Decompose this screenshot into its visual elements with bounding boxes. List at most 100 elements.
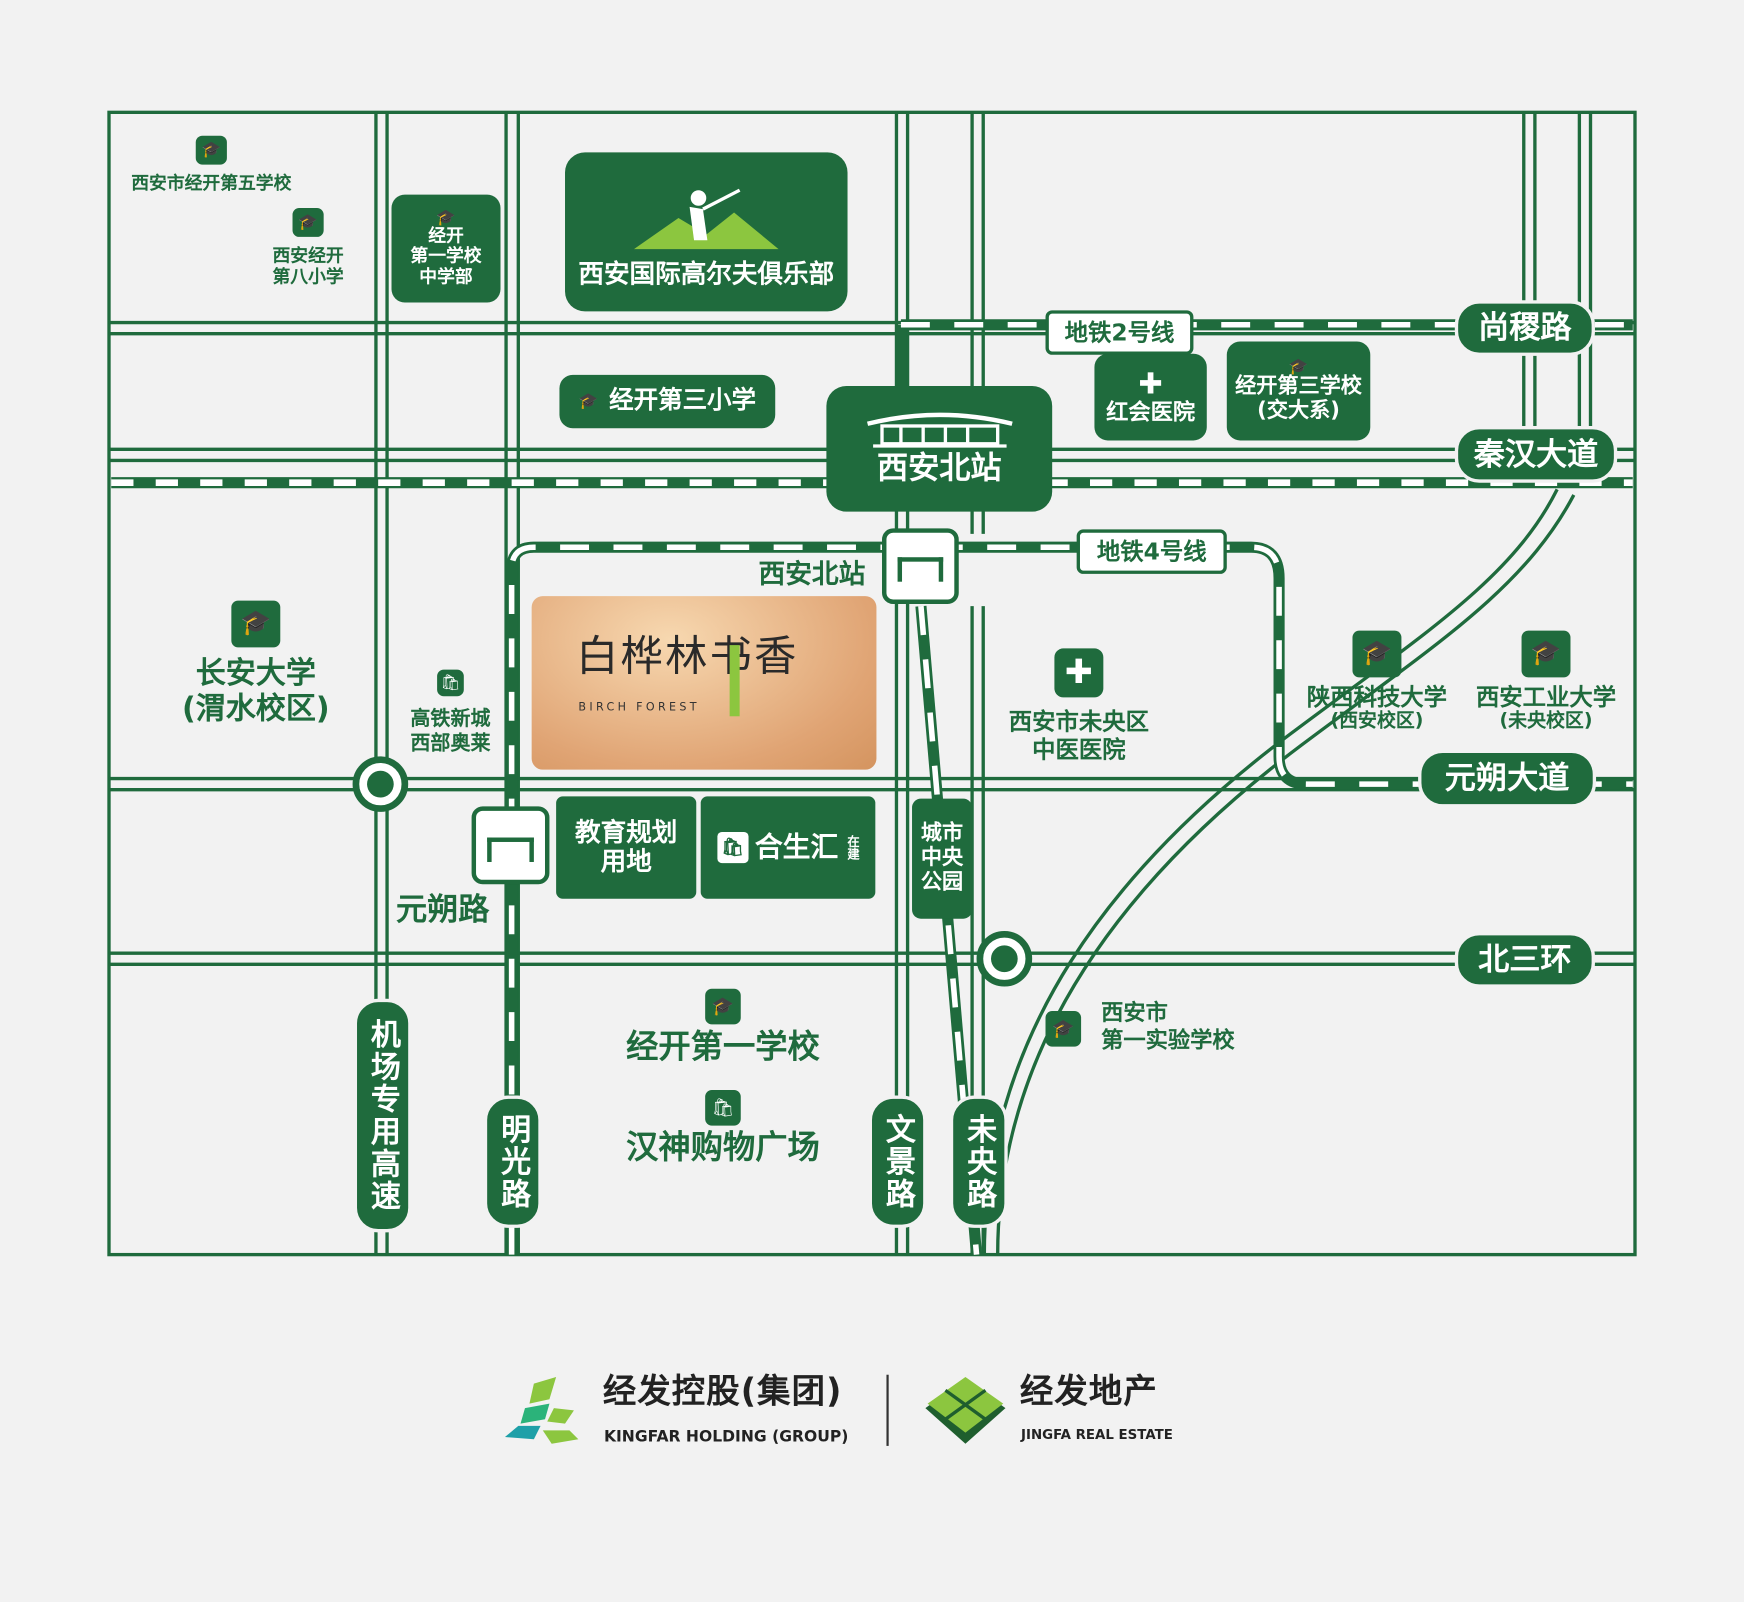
road-label-yuanshuo-rd: 元朔路 bbox=[395, 890, 490, 928]
xian-north-station-box: 西安北站 bbox=[826, 385, 1053, 512]
school-icon: 🎓 bbox=[231, 600, 281, 648]
school-icon: 🎓 bbox=[578, 392, 599, 411]
honghui-hospital-box: ✚ 红会医院 bbox=[1094, 353, 1207, 441]
kingfar-logo-mark bbox=[504, 1376, 579, 1444]
metro-station-icon bbox=[471, 806, 550, 885]
label-line: 西安市 bbox=[1101, 998, 1168, 1026]
road-label-airport-expwy: 机场专用高速 bbox=[353, 998, 412, 1233]
label-line: 西部奥莱 bbox=[410, 731, 491, 755]
jingfa-logo-mark bbox=[925, 1376, 1006, 1444]
label-line: (交大系) bbox=[1257, 397, 1340, 423]
map-frame bbox=[107, 110, 1637, 1257]
hospital-cross-icon: ✚ bbox=[1054, 648, 1104, 698]
road-ne bbox=[1522, 112, 1593, 445]
metro-station-icon bbox=[882, 528, 959, 604]
poi-changan-univ: 长安大学(渭水校区) bbox=[182, 656, 330, 728]
label-line: 用地 bbox=[600, 847, 652, 877]
golfer-icon bbox=[633, 188, 779, 249]
metro-line-2-label: 地铁2号线 bbox=[1045, 310, 1194, 355]
label-line: 高铁新城 bbox=[410, 707, 491, 731]
school-icon: 🎓 bbox=[195, 135, 227, 165]
label-line: 中医医院 bbox=[1032, 736, 1126, 764]
label-line: (未央校区) bbox=[1499, 709, 1593, 732]
label: 红会医院 bbox=[1106, 397, 1196, 425]
shopping-bag-icon: 🛍 bbox=[705, 1089, 741, 1126]
project-name: 白桦林书香 bbox=[576, 631, 799, 681]
project-name-en: BIRCH FOREST bbox=[578, 701, 700, 715]
metro-line-4-dash bbox=[508, 544, 1633, 1255]
project-birch-forest[interactable]: 白桦林书香 BIRCH FOREST bbox=[531, 596, 877, 770]
label-line: 城市 bbox=[920, 821, 964, 846]
label-line: 经开 bbox=[428, 224, 464, 246]
label: 经开第三小学 bbox=[609, 387, 757, 416]
label-line: 第一学校 bbox=[410, 245, 482, 267]
label-line: 第八小学 bbox=[272, 266, 344, 288]
logo-divider bbox=[886, 1374, 889, 1446]
road-label-wenjing: 文景路 bbox=[868, 1095, 927, 1228]
jingfa-name-en: JINGFA REAL ESTATE bbox=[1021, 1427, 1173, 1443]
school-icon: 🎓 bbox=[1288, 357, 1309, 376]
poi-xatu: 西安工业大学(未央校区) bbox=[1475, 684, 1617, 732]
poi-jingkai-5: 西安市经开第五学校 bbox=[131, 172, 292, 194]
jingkai-3-school-box: 🎓 经开第三学校 (交大系) bbox=[1226, 341, 1371, 441]
status-note: 在建 bbox=[845, 835, 861, 860]
label-line: 经开第三学校 bbox=[1235, 373, 1362, 398]
road-curve-1 bbox=[982, 488, 1559, 1255]
road-curve-2 bbox=[996, 494, 1576, 1255]
label-line: 第一实验学校 bbox=[1101, 1026, 1235, 1054]
label-line: 中央 bbox=[920, 845, 964, 870]
hospital-cross-icon: ✚ bbox=[1138, 367, 1163, 401]
logo-accent bbox=[729, 645, 740, 717]
shopping-bag-icon: 🛍 bbox=[437, 669, 464, 697]
school-icon: 🎓 bbox=[1352, 630, 1402, 678]
jingkai-1-middle-box: 🎓 经开 第一学校 中学部 bbox=[391, 194, 501, 303]
road-label-shangji: 尚稷路 bbox=[1454, 300, 1595, 356]
poi-exp-school: 西安市第一实验学校 bbox=[1101, 999, 1234, 1055]
road-label-qinhan: 秦汉大道 bbox=[1454, 425, 1618, 483]
road-label-yuanshuo-ave: 元朔大道 bbox=[1418, 749, 1597, 808]
jingfa-name-cn: 经发地产 bbox=[1019, 1372, 1158, 1412]
road-north-3rd-ring bbox=[108, 951, 1635, 966]
poi-weiyang-tcm: 西安市未央区中医医院 bbox=[1009, 708, 1149, 764]
label-line: (渭水校区) bbox=[182, 692, 330, 727]
label-line: 教育规划 bbox=[575, 818, 678, 848]
road-label-mingguang: 明光路 bbox=[483, 1095, 542, 1228]
metro-line-4-label: 地铁4号线 bbox=[1076, 529, 1227, 574]
label-line: 西安市未央区 bbox=[1008, 708, 1149, 736]
road-wenjing bbox=[894, 112, 910, 1255]
education-land-box: 教育规划 用地 bbox=[556, 796, 697, 899]
label-line: 西安经开 bbox=[272, 244, 344, 266]
school-icon: 🎓 bbox=[292, 207, 324, 237]
hysh-mall-box: 🛍 合生汇 在建 bbox=[700, 796, 876, 899]
label-line: 公园 bbox=[920, 869, 964, 895]
jingfa-logo bbox=[921, 1375, 1010, 1451]
school-icon: 🎓 bbox=[705, 988, 741, 1025]
school-icon: 🎓 bbox=[436, 208, 456, 227]
label-line: 西安工业大学 bbox=[1475, 684, 1617, 711]
metro-station-label: 西安北站 bbox=[758, 558, 866, 590]
golf-club-box: 西安国际高尔夫俱乐部 bbox=[565, 152, 848, 312]
station-label: 西安北站 bbox=[876, 449, 1002, 487]
interchange-east-dot bbox=[991, 945, 1018, 973]
label-line: 中学部 bbox=[419, 265, 473, 287]
school-icon: 🎓 bbox=[1045, 1011, 1082, 1047]
jingkai-3-primary-box: 🎓 经开第三小学 bbox=[559, 374, 776, 429]
poi-jingkai-1: 经开第一学校 bbox=[626, 1027, 820, 1066]
kingfar-name-en: KINGFAR HOLDING (GROUP) bbox=[603, 1428, 849, 1446]
label-line: (西安校区) bbox=[1330, 709, 1424, 732]
label-line: 陕西科技大学 bbox=[1306, 684, 1448, 711]
central-park-box: 城市 中央 公园 bbox=[912, 798, 973, 919]
road-label-north-3rd-ring: 北三环 bbox=[1454, 932, 1595, 988]
interchange-west-dot bbox=[367, 770, 394, 798]
poi-sust: 陕西科技大学(西安校区) bbox=[1306, 684, 1448, 732]
road-label-weiyang: 未央路 bbox=[949, 1095, 1008, 1228]
school-icon: 🎓 bbox=[1521, 630, 1571, 678]
label-line: 长安大学 bbox=[195, 656, 316, 691]
golf-club-label: 西安国际高尔夫俱乐部 bbox=[578, 259, 835, 289]
label: 合生汇 bbox=[754, 830, 839, 863]
poi-jingkai-8: 西安经开第八小学 bbox=[272, 245, 343, 288]
poi-outlet: 高铁新城西部奥莱 bbox=[410, 707, 490, 755]
kingfar-logo bbox=[501, 1375, 590, 1446]
kingfar-name-cn: 经发控股(集团) bbox=[602, 1372, 843, 1412]
